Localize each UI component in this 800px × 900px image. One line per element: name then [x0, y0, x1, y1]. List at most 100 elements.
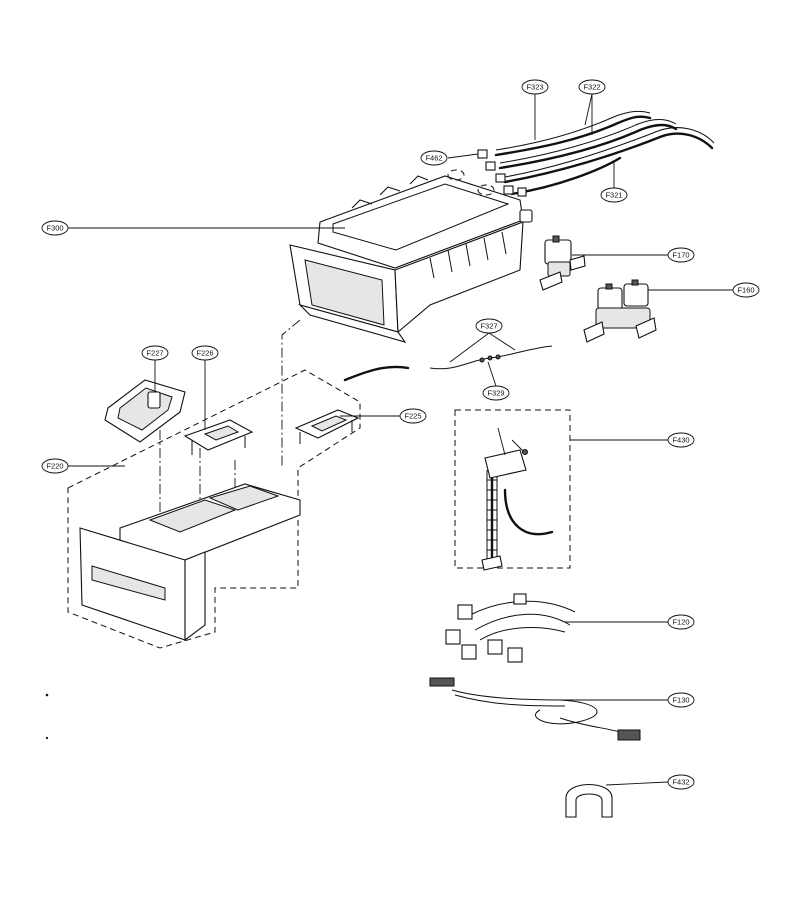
- hose-bottom: [510, 156, 622, 196]
- hose-clamp: [495, 173, 506, 183]
- softener-insert-slot: [203, 425, 240, 441]
- valve-double: [583, 279, 657, 343]
- valve-single-pipe: [539, 271, 563, 291]
- callout-f160: F160: [732, 282, 760, 298]
- drain-hose-frame: [454, 409, 571, 569]
- callout-f225: F225: [399, 408, 427, 424]
- valve-single-outlet: [569, 255, 586, 271]
- callout-f300-label: F300: [46, 224, 63, 233]
- drain-hose-base: [481, 555, 503, 571]
- callout-f300: F300: [41, 220, 69, 236]
- valve-double-coil-left: [597, 287, 623, 311]
- rinse-cap-stem: [147, 391, 161, 409]
- softener-insert-leg: [191, 436, 246, 455]
- bleach-insert: [294, 409, 360, 444]
- hose-clip: [565, 783, 613, 818]
- valve-double-body: [595, 307, 651, 329]
- leader-f462: [447, 153, 479, 159]
- drain-hose-wire: [497, 427, 525, 456]
- callout-f462: F462: [420, 150, 448, 166]
- callout-f323-label: F323: [526, 83, 543, 92]
- valve-double-outlet-right: [635, 317, 657, 339]
- callout-f170: F170: [667, 247, 695, 263]
- harness-connector: [445, 629, 461, 645]
- bleach-insert-leg: [299, 420, 353, 444]
- hose-lower: [503, 132, 714, 184]
- valve-double-coil-right: [623, 283, 649, 307]
- leader-f432: [605, 781, 669, 786]
- leader-f322: [584, 93, 593, 135]
- housing-inlet-stub: [519, 209, 533, 223]
- detergent-drawer: [79, 483, 301, 642]
- callout-f160-label: F160: [737, 286, 754, 295]
- callout-f327-label: F327: [480, 322, 497, 331]
- callout-f329: F329: [482, 385, 510, 401]
- drawer-dashed-envelope: [67, 369, 361, 649]
- valve-single-coil: [544, 239, 572, 265]
- hose-clamp: [485, 161, 496, 171]
- hose-middle: [498, 123, 678, 170]
- callout-f120-label: F120: [672, 618, 689, 627]
- drawer-handle: [91, 565, 166, 601]
- callout-f170-label: F170: [672, 251, 689, 260]
- valve-single: [539, 235, 586, 291]
- cable-connector-right: [617, 729, 641, 741]
- housing-opening: [304, 259, 385, 326]
- wire-connector: [495, 354, 501, 360]
- callout-f430: F430: [667, 432, 695, 448]
- housing-side-face: [394, 221, 524, 334]
- hose-clamp: [477, 149, 488, 159]
- drain-hose-connector: [484, 449, 527, 479]
- wire-left: [343, 365, 410, 382]
- callout-f220-label: F220: [46, 462, 63, 471]
- leader-lines: [68, 93, 733, 786]
- drain-hose-screw: [522, 449, 528, 455]
- callout-f130: F130: [667, 692, 695, 708]
- hose-lower-inner: [504, 127, 715, 178]
- harness-connector: [487, 639, 503, 655]
- hose-assembly-group: [477, 110, 715, 197]
- wire-connector: [487, 355, 493, 361]
- callout-f130-label: F130: [672, 696, 689, 705]
- wire-group: [343, 345, 553, 382]
- cable-wire: [451, 689, 598, 725]
- drain-hose-assembly: [454, 409, 571, 571]
- assembly-guide-line: [159, 319, 301, 540]
- harness-connector: [513, 593, 527, 605]
- callout-f120: F120: [667, 614, 695, 630]
- callout-f323: F323: [521, 79, 549, 95]
- callout-f321: F321: [600, 187, 628, 203]
- callout-f430-label: F430: [672, 436, 689, 445]
- callout-f322-label: F322: [583, 83, 600, 92]
- callout-f322: F322: [578, 79, 606, 95]
- drain-hose-corrugated-outline: [486, 470, 498, 560]
- drawer-front-side: [184, 551, 206, 642]
- stray-dot: [45, 693, 49, 697]
- stray-dot: [45, 736, 49, 740]
- hose-middle-inner: [499, 119, 677, 164]
- callout-f329-label: F329: [487, 389, 504, 398]
- rinse-cap: [104, 379, 186, 443]
- housing-dotted-ports: [447, 169, 495, 196]
- housing-tabs: [351, 175, 429, 209]
- callout-f227-label: F227: [146, 349, 163, 358]
- housing-top-inner: [332, 183, 510, 251]
- hose-clamp: [503, 185, 514, 195]
- valve-double-outlet-left: [583, 321, 605, 343]
- valve-double-terminal: [605, 283, 613, 290]
- harness-connector: [507, 647, 523, 663]
- valve-single-terminal: [552, 235, 560, 243]
- cable-connector-left: [429, 677, 455, 687]
- callout-f432-label: F432: [672, 778, 689, 787]
- callout-f327: F327: [475, 318, 503, 334]
- callout-f321-label: F321: [605, 191, 622, 200]
- drain-hose-ridges: [487, 479, 497, 551]
- callout-f226-label: F226: [196, 349, 213, 358]
- callout-f227: F227: [141, 345, 169, 361]
- wire-connector: [479, 357, 485, 363]
- drain-hose-branch: [503, 488, 554, 536]
- wire-harness: [445, 593, 576, 663]
- callout-f432: F432: [667, 774, 695, 790]
- leader-f327: [449, 332, 516, 363]
